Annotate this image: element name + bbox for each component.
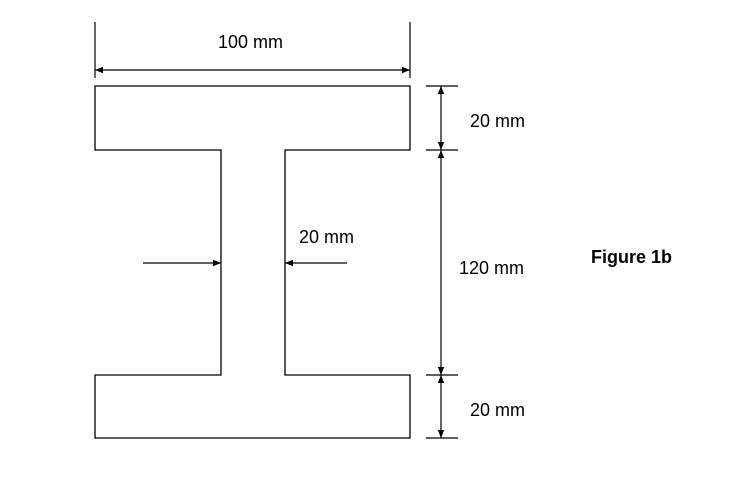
i-beam-outline: [94, 85, 411, 439]
figure-caption: Figure 1b: [591, 247, 673, 267]
bottom-flange-label: 20 mm: [470, 400, 526, 420]
top-flange-label: 20 mm: [470, 111, 526, 131]
web-height-label: 120 mm: [459, 258, 525, 278]
web-thickness-label: 20 mm: [299, 227, 355, 247]
width-label: 100 mm: [218, 32, 284, 52]
